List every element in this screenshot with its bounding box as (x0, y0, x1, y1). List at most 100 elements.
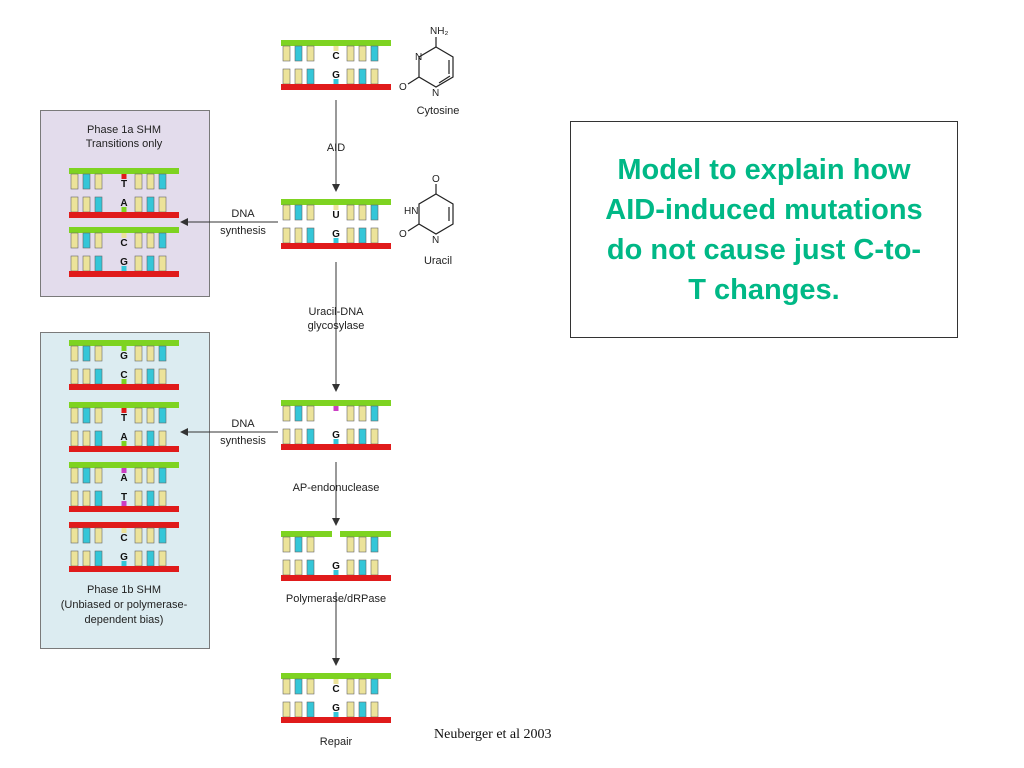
strand-bottom (69, 212, 179, 218)
base-top (134, 232, 143, 249)
uracil-label: Uracil (423, 255, 453, 267)
base-bottom (94, 490, 103, 507)
center-mark-bottom (333, 712, 339, 717)
center-mark-top (333, 679, 339, 684)
base-bottom (134, 430, 143, 447)
base-top (306, 536, 315, 553)
base-bottom (146, 368, 155, 385)
center-mark-bottom (121, 501, 127, 506)
glycosylase-label-2: glycosylase (307, 320, 365, 332)
base-top (282, 405, 291, 422)
base-bottom (146, 550, 155, 567)
base-top (346, 678, 355, 695)
base-bottom (294, 559, 303, 576)
base-bottom (358, 68, 367, 85)
base-bottom (82, 368, 91, 385)
synthesis-label-1b-line1: DNA (231, 418, 255, 430)
base-bottom (82, 550, 91, 567)
base-letter-top: C (332, 684, 339, 695)
base-top (370, 536, 379, 553)
strand-top (69, 402, 179, 408)
base-top (70, 407, 79, 424)
base-letter-top: C (332, 51, 339, 62)
base-top (370, 204, 379, 221)
base-bottom (294, 428, 303, 445)
model-explanation-text: Model to explain how AID-induced mutatio… (605, 153, 923, 306)
base-bottom (146, 490, 155, 507)
strand-bottom (281, 444, 391, 450)
base-bottom (306, 68, 315, 85)
base-bottom (158, 368, 167, 385)
base-top (346, 45, 355, 62)
uracil-o-bottom: O (399, 229, 407, 240)
base-bottom (294, 227, 303, 244)
base-bottom (158, 196, 167, 213)
strand-top-left (281, 531, 332, 537)
center-mark-top (121, 408, 127, 413)
strand-bottom (69, 384, 179, 390)
strand-top (281, 199, 391, 205)
base-top (94, 407, 103, 424)
base-bottom (70, 368, 79, 385)
strand-bottom (69, 506, 179, 512)
base-top (94, 345, 103, 362)
base-bottom (306, 559, 315, 576)
base-bottom (358, 428, 367, 445)
base-top (134, 467, 143, 484)
strand-bottom (281, 717, 391, 723)
base-top (358, 678, 367, 695)
base-top (146, 345, 155, 362)
base-bottom (358, 227, 367, 244)
base-bottom (70, 550, 79, 567)
base-top (82, 407, 91, 424)
base-top (358, 204, 367, 221)
base-bottom (70, 490, 79, 507)
base-bottom (370, 68, 379, 85)
base-top (70, 345, 79, 362)
base-top (358, 405, 367, 422)
base-bottom (146, 255, 155, 272)
strand-top (281, 40, 391, 46)
base-letter-bottom: G (332, 561, 340, 572)
base-letter-top: G (120, 351, 128, 362)
strand-top (281, 400, 391, 406)
base-bottom (282, 227, 291, 244)
base-top (158, 527, 167, 544)
base-letter-top: C (120, 238, 127, 249)
base-top (94, 173, 103, 190)
base-top (70, 527, 79, 544)
strand-top (69, 168, 179, 174)
base-top (146, 173, 155, 190)
base-top (294, 536, 303, 553)
base-bottom (346, 559, 355, 576)
phase1a-title: Phase 1a SHM (87, 124, 161, 136)
base-letter-bottom: C (120, 370, 127, 381)
strand-bottom (281, 243, 391, 249)
base-bottom (358, 701, 367, 718)
base-bottom (370, 559, 379, 576)
base-bottom (282, 428, 291, 445)
base-top (282, 678, 291, 695)
base-bottom (282, 68, 291, 85)
synthesis-label-1b-line2: synthesis (220, 435, 266, 447)
base-letter-top: A (120, 473, 127, 484)
center-mark-bottom (333, 79, 339, 84)
base-top (82, 527, 91, 544)
base-top (134, 527, 143, 544)
base-top (346, 204, 355, 221)
center-mark-bottom (333, 570, 339, 575)
base-letter-top: T (121, 179, 127, 190)
base-top (82, 467, 91, 484)
strand-bottom (281, 575, 391, 581)
base-top (134, 173, 143, 190)
base-top (282, 45, 291, 62)
base-top (70, 467, 79, 484)
cytosine-label: Cytosine (416, 105, 460, 117)
base-bottom (158, 490, 167, 507)
uracil-hn: HN (404, 206, 418, 217)
base-bottom (134, 255, 143, 272)
base-bottom (370, 428, 379, 445)
base-top (82, 345, 91, 362)
